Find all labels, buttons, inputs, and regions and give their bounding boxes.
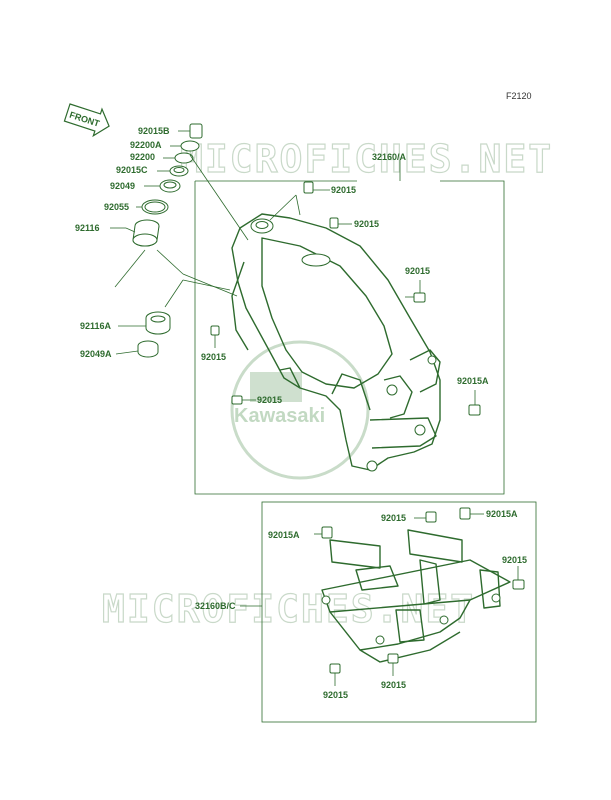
bolt-icon [468, 390, 481, 416]
kawasaki-logo-text: Kawasaki [234, 405, 325, 427]
main-frame-drawing [231, 213, 441, 472]
bolt-icon [329, 217, 352, 229]
bolt-icon [314, 526, 333, 539]
bolt-icon [231, 395, 256, 405]
label-92200A: 92200A [130, 140, 162, 150]
label-92055: 92055 [104, 202, 129, 212]
label-frame-bolt-4: 92015 [201, 352, 226, 362]
label-frame-bolt-5: 92015 [257, 395, 282, 405]
kawasaki-logo: Kawasaki [230, 340, 370, 480]
label-frame-bolt-1: 92015 [331, 185, 356, 195]
label-92116: 92116 [75, 223, 100, 233]
watermark-upper: MICROFICHES.NET [180, 137, 553, 181]
label-92200: 92200 [130, 152, 155, 162]
label-sub-92015-bottom-left: 92015 [323, 690, 348, 700]
steering-parts: 92015B 92200A 92200 92015C 92049 92055 9… [75, 123, 301, 359]
watermark-lower: MICROFICHES.NET [102, 587, 475, 631]
bolt-icon [387, 653, 399, 676]
label-92015A-upper: 92015A [457, 376, 489, 386]
front-arrow-icon: FRONT [63, 103, 110, 138]
label-sub-92015-top: 92015 [381, 513, 406, 523]
label-sub-92015-bottom-mid: 92015 [381, 680, 406, 690]
label-32160A: 32160/A [372, 152, 407, 162]
main-frame-group: 32160/A 92015 92 [194, 152, 505, 495]
bolt-icon [414, 511, 437, 523]
sub-frame-drawing [321, 529, 511, 663]
label-sub-92015-right: 92015 [502, 555, 527, 565]
bolt-icon [512, 566, 525, 590]
bolt-icon [329, 663, 341, 686]
label-frame-bolt-2: 92015 [354, 219, 379, 229]
label-92049: 92049 [110, 181, 135, 191]
bolt-icon [459, 507, 484, 520]
bolt-icon [303, 181, 330, 194]
label-sub-92015A-left: 92015A [268, 530, 300, 540]
label-frame-bolt-3: 92015 [405, 266, 430, 276]
label-92049A: 92049A [80, 349, 112, 359]
label-92116A: 92116A [80, 321, 112, 331]
bolt-icon [405, 280, 426, 303]
figure-code: F2120 [506, 91, 532, 101]
label-32160BC: 32160B/C [195, 601, 236, 611]
sub-frame-group: 32160B/C 92015A 92015 [195, 501, 537, 723]
label-92015B: 92015B [138, 126, 170, 136]
bolt-icon [210, 325, 220, 348]
label-sub-92015A-right: 92015A [486, 509, 518, 519]
label-92015C: 92015C [116, 165, 148, 175]
